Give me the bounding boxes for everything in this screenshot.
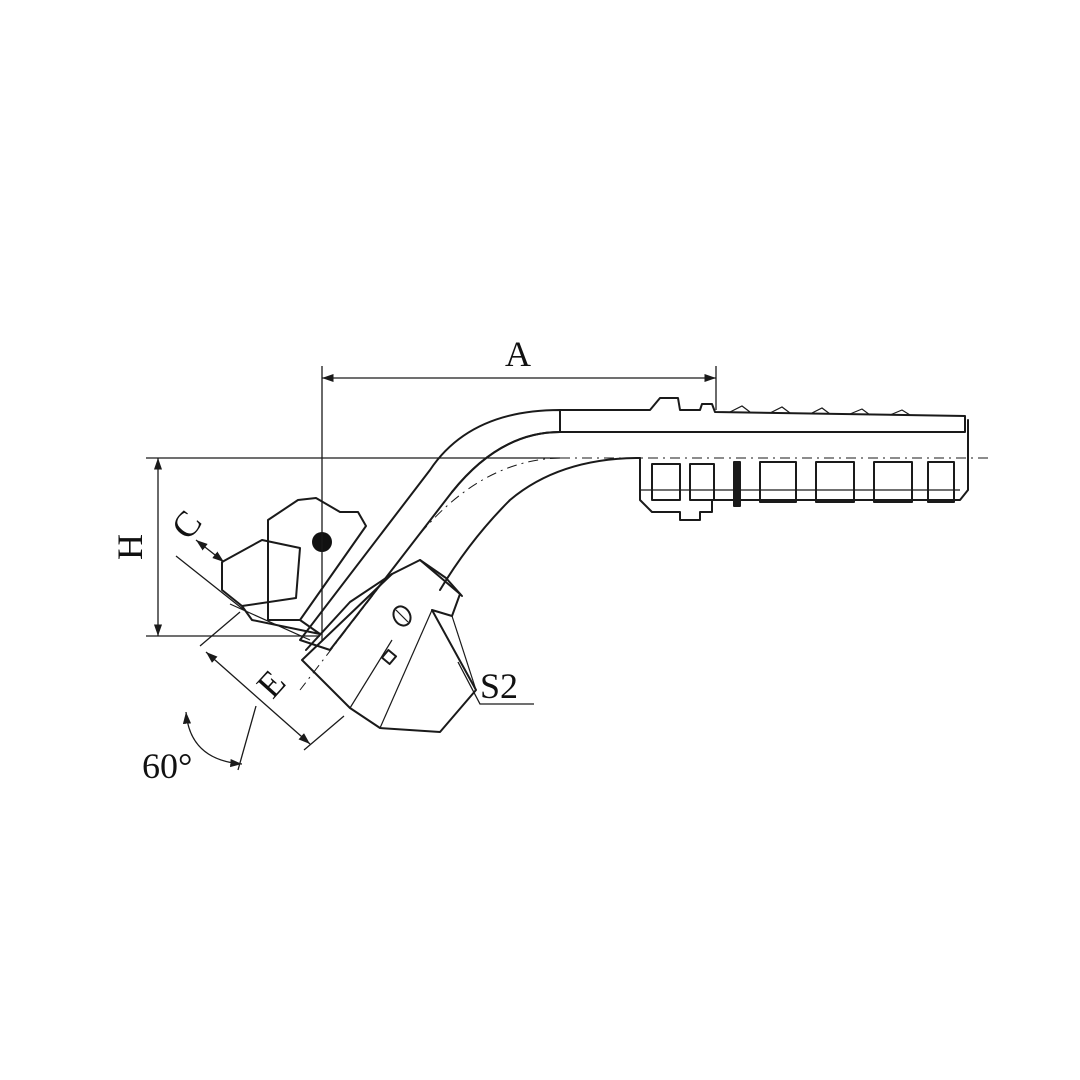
centerline — [299, 457, 990, 691]
dimension-s2-label: S2 — [480, 666, 518, 706]
dimension-e — [199, 611, 345, 751]
dimension-c — [175, 539, 245, 611]
dimension-a — [321, 366, 717, 640]
dimension-h-label: H — [110, 534, 150, 560]
bend-section — [299, 409, 641, 651]
dimension-a-label: A — [505, 334, 531, 374]
angle-label: 60° — [142, 746, 192, 786]
dimension-e-label: E — [249, 662, 293, 705]
dimension-s2 — [457, 661, 534, 705]
dimension-c-label: C — [163, 503, 209, 547]
dimension-h — [146, 457, 560, 637]
hex-nut — [301, 559, 477, 733]
tail-section — [559, 397, 969, 521]
angle-60 — [182, 705, 257, 771]
